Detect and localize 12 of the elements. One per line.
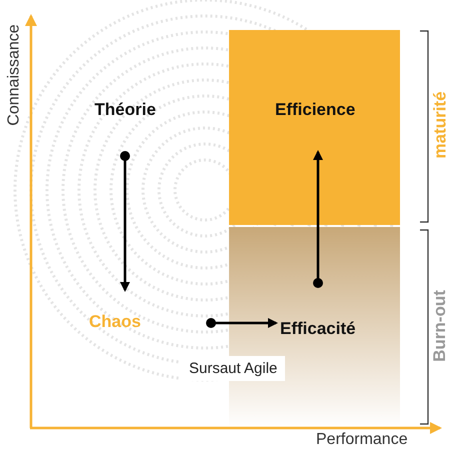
- node-label: Efficience: [275, 100, 356, 120]
- node-label: Chaos: [89, 312, 141, 332]
- arrow: [120, 151, 130, 292]
- arrow: [313, 150, 323, 288]
- arrow: [206, 318, 278, 328]
- bracket-label: maturité: [430, 91, 450, 159]
- axis-title: Connaissance: [5, 24, 24, 126]
- bracket-label: Burn-out: [430, 290, 450, 362]
- node-label: Théorie: [94, 100, 156, 120]
- axis-title: Performance: [316, 431, 408, 449]
- edge-caption: Sursaut Agile: [181, 356, 286, 380]
- node-label: Efficacité: [280, 319, 356, 339]
